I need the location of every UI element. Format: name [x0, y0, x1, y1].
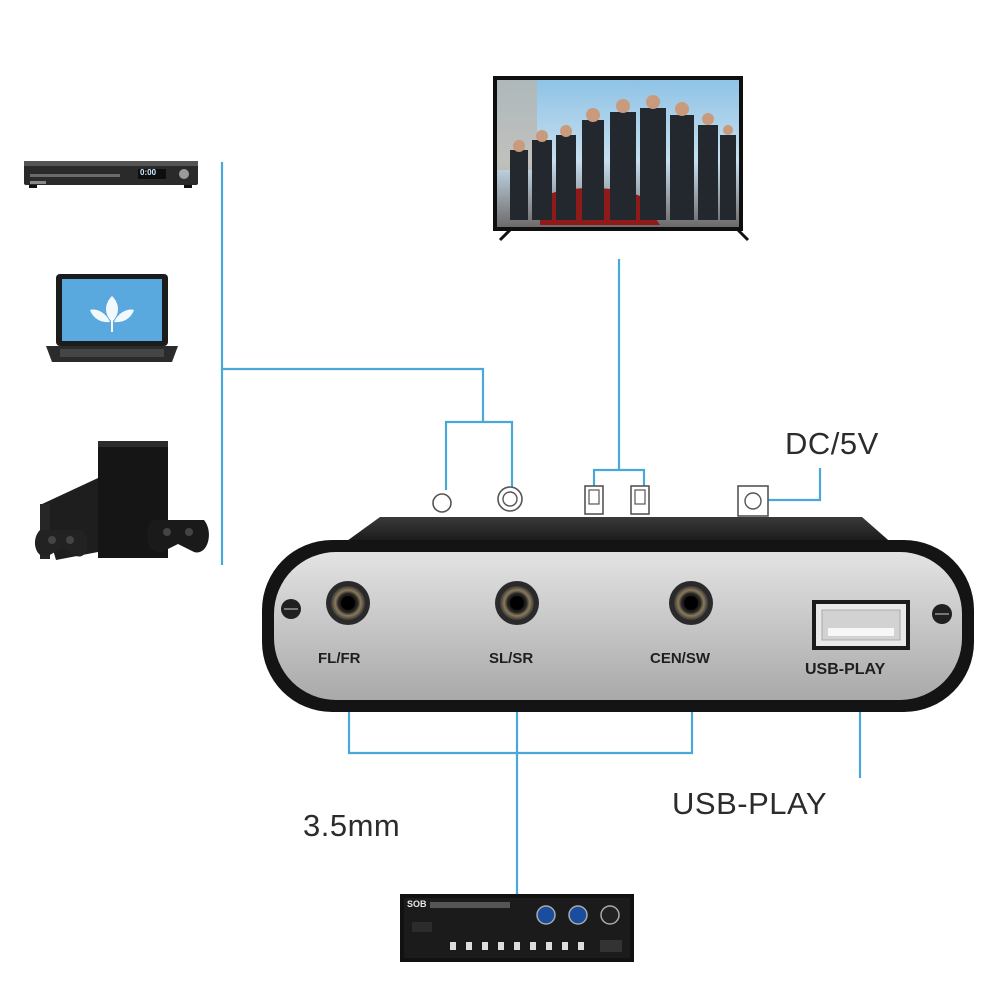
dvd-player-icon: [24, 161, 198, 188]
game-console-icon: [34, 441, 209, 560]
coaxial-input-icon: [497, 486, 523, 512]
hdmi-split-line: [592, 468, 646, 486]
port-label-cen-sw: CEN/SW: [650, 650, 710, 667]
jack-cen-sw-icon: [669, 581, 713, 625]
device-top-inputs: [432, 485, 769, 517]
jack-sl-sr-icon: [495, 581, 539, 625]
laptop-icon: [46, 274, 178, 362]
dc-line: [760, 468, 822, 502]
source-feed-line: [222, 367, 485, 422]
decoder-device: [262, 517, 974, 712]
device-top: [340, 517, 895, 546]
dc-input-icon: [737, 485, 769, 517]
screw-icon: [281, 599, 952, 624]
device-panel: [274, 552, 962, 700]
port-label-fl-fr: FL/FR: [318, 650, 361, 667]
optical-input-icon: [432, 493, 452, 513]
jack-fl-fr-icon: [326, 581, 370, 625]
dc-5v-label: DC/5V: [785, 426, 879, 461]
dvd-display: 0:00: [140, 168, 157, 177]
usb-port-icon: [812, 600, 910, 650]
amplifier-brand: SOB: [407, 899, 427, 909]
amplifier-icon: [400, 894, 634, 962]
television-icon: [493, 76, 750, 242]
port-label-sl-sr: SL/SR: [489, 650, 534, 667]
usb-play-label: USB-PLAY: [672, 786, 828, 821]
jack-size-label: 3.5mm: [303, 808, 401, 843]
audio-input-split-line: [444, 420, 514, 490]
port-label-usb: USB-PLAY: [805, 661, 886, 678]
